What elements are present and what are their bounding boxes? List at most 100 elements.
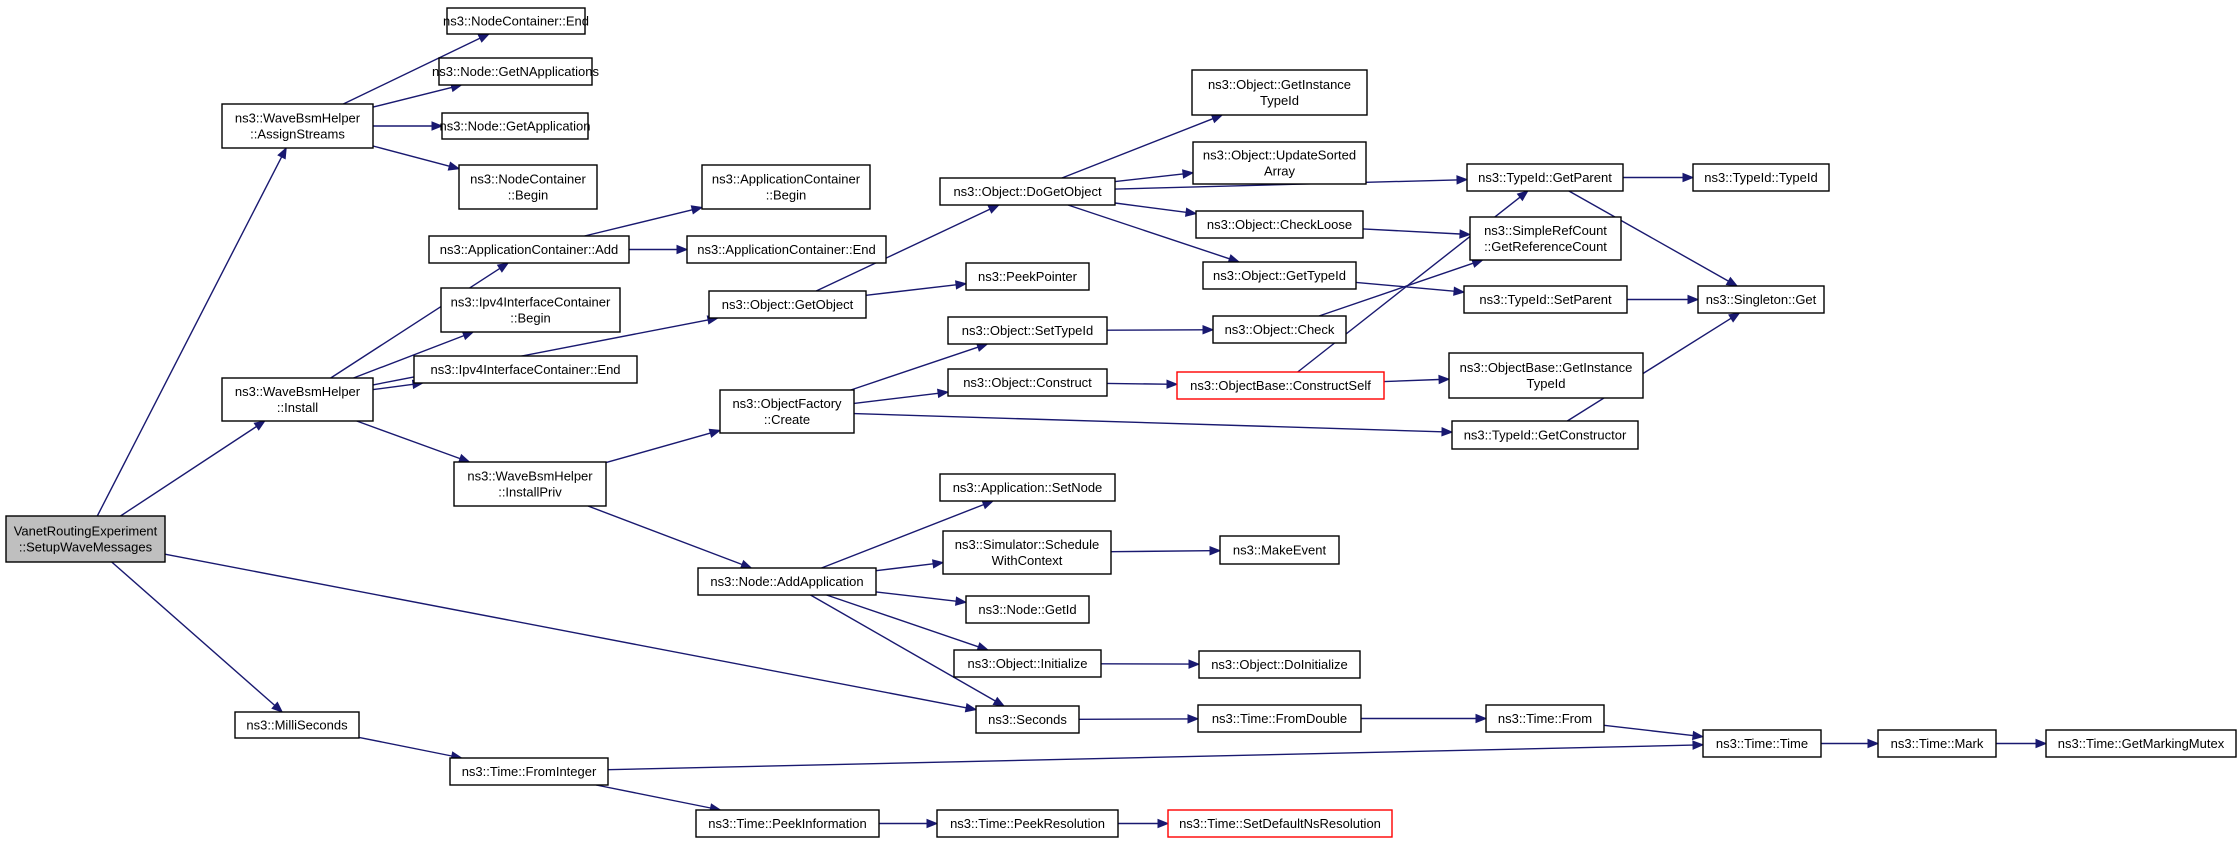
node-objfactory[interactable]: ns3::ObjectFactory::Create: [719, 389, 855, 434]
node-install[interactable]: ns3::WaveBsmHelper::Install: [221, 377, 374, 422]
edge-line: [865, 284, 957, 296]
node-box: [441, 112, 589, 140]
node-label: ns3::ObjectBase::GetInstance: [1460, 360, 1633, 375]
node-box: [1167, 809, 1393, 838]
node-obj_initialize[interactable]: ns3::Object::Initialize: [953, 649, 1102, 678]
edge-arrowhead: [1456, 175, 1469, 185]
edge-time_fromint-to-time_peekinfo: [595, 784, 722, 813]
node-time_getmarkingmutex[interactable]: ns3::Time::GetMarkingMutex: [2045, 729, 2237, 758]
node-ob_constructself[interactable]: ns3::ObjectBase::ConstructSelf: [1176, 371, 1385, 400]
edge-arrowhead: [955, 596, 968, 606]
node-node_getid[interactable]: ns3::Node::GetId: [965, 595, 1090, 624]
node-ac_begin[interactable]: ns3::ApplicationContainer::Begin: [701, 164, 871, 210]
nodes-layer: VanetRoutingExperiment::SetupWaveMessage…: [5, 7, 2237, 838]
node-obj_check[interactable]: ns3::Object::Check: [1212, 315, 1347, 344]
node-box: [1195, 210, 1364, 239]
node-node_addapp[interactable]: ns3::Node::AddApplication: [697, 567, 877, 596]
node-box: [965, 262, 1090, 291]
node-label: ns3::TypeId::GetParent: [1478, 170, 1612, 185]
node-obj_dogetobj[interactable]: ns3::Object::DoGetObject: [939, 177, 1116, 206]
node-node_getapp[interactable]: ns3::Node::GetApplication: [439, 112, 591, 140]
node-makeevent[interactable]: ns3::MakeEvent: [1219, 535, 1340, 565]
node-peekpointer[interactable]: ns3::PeekPointer: [965, 262, 1090, 291]
edge-obj_initialize-to-obj_doinit: [1100, 659, 1201, 669]
node-nc_end[interactable]: ns3::NodeContainer::End: [443, 7, 589, 35]
edge-arrowhead: [1187, 714, 1200, 724]
node-time_fromdouble[interactable]: ns3::Time::FromDouble: [1197, 704, 1362, 733]
node-singleton_get[interactable]: ns3::Singleton::Get: [1697, 285, 1825, 314]
edge-line: [875, 563, 934, 572]
edge-obj_checkloose-to-simplerefcount: [1362, 228, 1472, 239]
node-milli[interactable]: ns3::MilliSeconds: [234, 711, 360, 739]
node-ipv4_begin[interactable]: ns3::Ipv4InterfaceContainer::Begin: [440, 287, 621, 333]
node-box: [2045, 729, 2237, 758]
node-label: ns3::Object::GetObject: [722, 297, 854, 312]
node-label: ns3::Object::UpdateSorted: [1203, 148, 1356, 163]
edge-typeid_getparent-to-typeid_typeid: [1623, 172, 1695, 183]
node-box: [708, 290, 867, 319]
node-time_fromint[interactable]: ns3::Time::FromInteger: [449, 757, 609, 786]
node-obj_construct[interactable]: ns3::Object::Construct: [947, 368, 1108, 397]
edge-line: [1067, 204, 1230, 260]
edge-arrowhead: [964, 702, 978, 713]
node-time_mark[interactable]: ns3::Time::Mark: [1877, 729, 1997, 758]
edge-arrowhead: [708, 428, 722, 438]
node-obj_checkloose[interactable]: ns3::Object::CheckLoose: [1195, 210, 1364, 239]
edge-line: [1114, 202, 1187, 213]
edge-assign-to-node_getapp: [373, 121, 444, 131]
node-time_from[interactable]: ns3::Time::From: [1485, 704, 1605, 733]
edge-arrowhead: [1867, 738, 1880, 749]
node-node_getn[interactable]: ns3::Node::GetNApplications: [432, 57, 599, 86]
edge-line: [353, 334, 465, 379]
node-box: [446, 7, 586, 35]
edge-arrowhead: [981, 500, 995, 510]
node-app_setnode[interactable]: ns3::Application::SetNode: [939, 473, 1116, 502]
edge-arrowhead: [271, 701, 284, 713]
node-typeid_setparent[interactable]: ns3::TypeId::SetParent: [1463, 285, 1628, 314]
node-obj_settypeid[interactable]: ns3::Object::SetTypeId: [947, 316, 1108, 345]
node-box: [939, 177, 1116, 206]
node-label: ns3::Object::Check: [1225, 322, 1335, 337]
edge-arrowhead: [447, 161, 461, 171]
node-typeid_getctor[interactable]: ns3::TypeId::GetConstructor: [1451, 420, 1639, 450]
node-root[interactable]: VanetRoutingExperiment::SetupWaveMessage…: [5, 515, 166, 563]
node-obj_doinit[interactable]: ns3::Object::DoInitialize: [1198, 650, 1361, 679]
node-label: ns3::Node::AddApplication: [710, 574, 863, 589]
edge-obj_dogetobj-to-obj_checkloose: [1114, 202, 1198, 217]
edge-line: [1383, 378, 1440, 383]
node-ipv4_end[interactable]: ns3::Ipv4InterfaceContainer::End: [413, 355, 638, 384]
edge-install-to-installpriv: [356, 420, 471, 463]
node-box: [1463, 285, 1628, 314]
node-label: ns3::ObjectBase::ConstructSelf: [1190, 378, 1371, 393]
edge-node_addapp-to-sim_schedule: [875, 559, 945, 572]
node-nc_begin[interactable]: ns3::NodeContainer::Begin: [458, 164, 598, 210]
node-installpriv[interactable]: ns3::WaveBsmHelper::InstallPriv: [453, 461, 607, 507]
node-ac_end[interactable]: ns3::ApplicationContainer::End: [686, 235, 887, 264]
node-assign[interactable]: ns3::WaveBsmHelper::AssignStreams: [221, 103, 374, 149]
edge-line: [607, 744, 1694, 771]
edge-arrowhead: [1157, 818, 1170, 829]
node-time_peekinfo[interactable]: ns3::Time::PeekInformation: [695, 809, 880, 838]
node-simplerefcount[interactable]: ns3::SimpleRefCount::GetReferenceCount: [1469, 216, 1622, 261]
node-obj_getobj[interactable]: ns3::Object::GetObject: [708, 290, 867, 319]
edge-obj_construct-to-ob_constructself: [1106, 379, 1179, 389]
edge-node_addapp-to-node_getid: [875, 591, 968, 606]
node-typeid_getparent[interactable]: ns3::TypeId::GetParent: [1466, 163, 1624, 192]
edge-root-to-install: [120, 420, 266, 517]
node-box: [1877, 729, 1997, 758]
edge-arrowhead: [431, 121, 444, 131]
node-time_setdefault[interactable]: ns3::Time::SetDefaultNsResolution: [1167, 809, 1393, 838]
node-time_time[interactable]: ns3::Time::Time: [1702, 729, 1822, 758]
node-time_peekres[interactable]: ns3::Time::PeekResolution: [936, 809, 1119, 838]
node-typeid_typeid[interactable]: ns3::TypeId::TypeId: [1692, 163, 1830, 192]
edge-ac_add-to-ac_end: [629, 244, 689, 255]
node-seconds[interactable]: ns3::Seconds: [975, 705, 1080, 734]
node-ac_add[interactable]: ns3::ApplicationContainer::Add: [428, 235, 630, 264]
node-obj_gettypeid[interactable]: ns3::Object::GetTypeId: [1202, 261, 1357, 290]
node-label: ::Begin: [766, 188, 806, 203]
